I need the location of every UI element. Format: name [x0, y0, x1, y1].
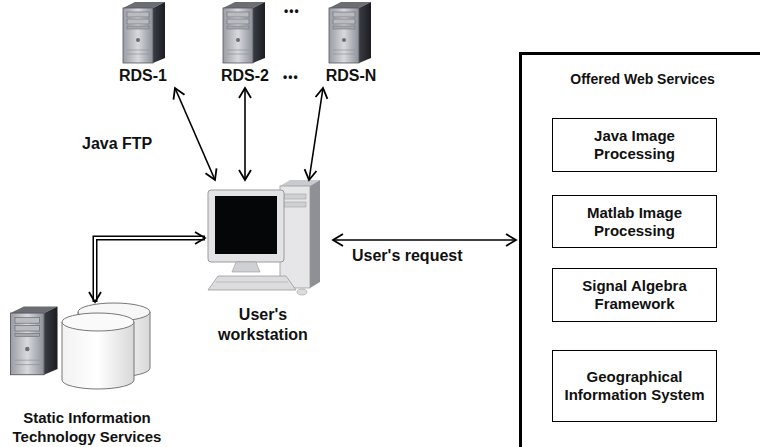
- node-label: User's workstation: [197, 305, 329, 345]
- arrow-head: [239, 88, 251, 98]
- workstation-icon: [208, 180, 320, 295]
- server-icon: [123, 2, 165, 63]
- arrow-head: [333, 234, 343, 246]
- node-label: Matlab Image Processing: [563, 204, 706, 240]
- arrow-head: [305, 169, 317, 180]
- arrow-head: [89, 292, 101, 302]
- connector: [239, 88, 251, 180]
- node-label: RDS-1: [119, 66, 167, 86]
- database-icon: [62, 303, 150, 389]
- service-box: Signal Algebra Framework: [552, 268, 717, 322]
- arrow-head: [239, 170, 251, 180]
- services-panel: Offered Web ServicesJava Image Processin…: [519, 52, 760, 447]
- arrow-head: [206, 168, 217, 180]
- services-node: Static Information Technology Services: [2, 300, 172, 446]
- ellipsis-mark: •••: [283, 70, 299, 84]
- connector: [89, 232, 205, 302]
- node-label: Static Information Technology Services: [2, 408, 172, 446]
- service-box: Matlab Image Processing: [552, 195, 717, 248]
- arrow-head: [173, 88, 184, 100]
- service-box: Geographical Information System: [552, 350, 717, 422]
- server-icon: [10, 306, 57, 374]
- node-label: Java Image Processing: [563, 127, 706, 163]
- node-label: RDS-2: [221, 66, 269, 86]
- arrow-head: [316, 88, 328, 99]
- server-node: RDS-N: [311, 0, 391, 86]
- server-icon: [329, 2, 371, 63]
- workstation-node: User's workstation: [197, 180, 329, 345]
- node-label: RDS-N: [326, 66, 377, 86]
- ellipsis-mark: •••: [284, 4, 300, 18]
- server-node: RDS-1: [103, 0, 183, 86]
- edge-label: User's request: [350, 247, 465, 265]
- connector: [333, 234, 516, 246]
- node-label: Signal Algebra Framework: [563, 277, 706, 313]
- connector: [305, 88, 328, 180]
- connector-line: [309, 88, 323, 180]
- node-label: Geographical Information System: [563, 368, 706, 404]
- server-node: RDS-2: [205, 0, 285, 86]
- connector-line: [175, 88, 215, 180]
- connector-line: [333, 239, 516, 241]
- connector-line: [244, 88, 246, 180]
- connector: [173, 88, 216, 180]
- connector-line: [95, 238, 205, 302]
- panel-title: Offered Web Services: [522, 71, 760, 87]
- connector-line: [95, 238, 205, 302]
- arrow-head: [195, 232, 205, 244]
- service-box: Java Image Processing: [552, 118, 717, 172]
- arrow-head: [506, 234, 516, 246]
- edge-label: Java FTP: [80, 135, 154, 153]
- server-icon: [223, 2, 265, 63]
